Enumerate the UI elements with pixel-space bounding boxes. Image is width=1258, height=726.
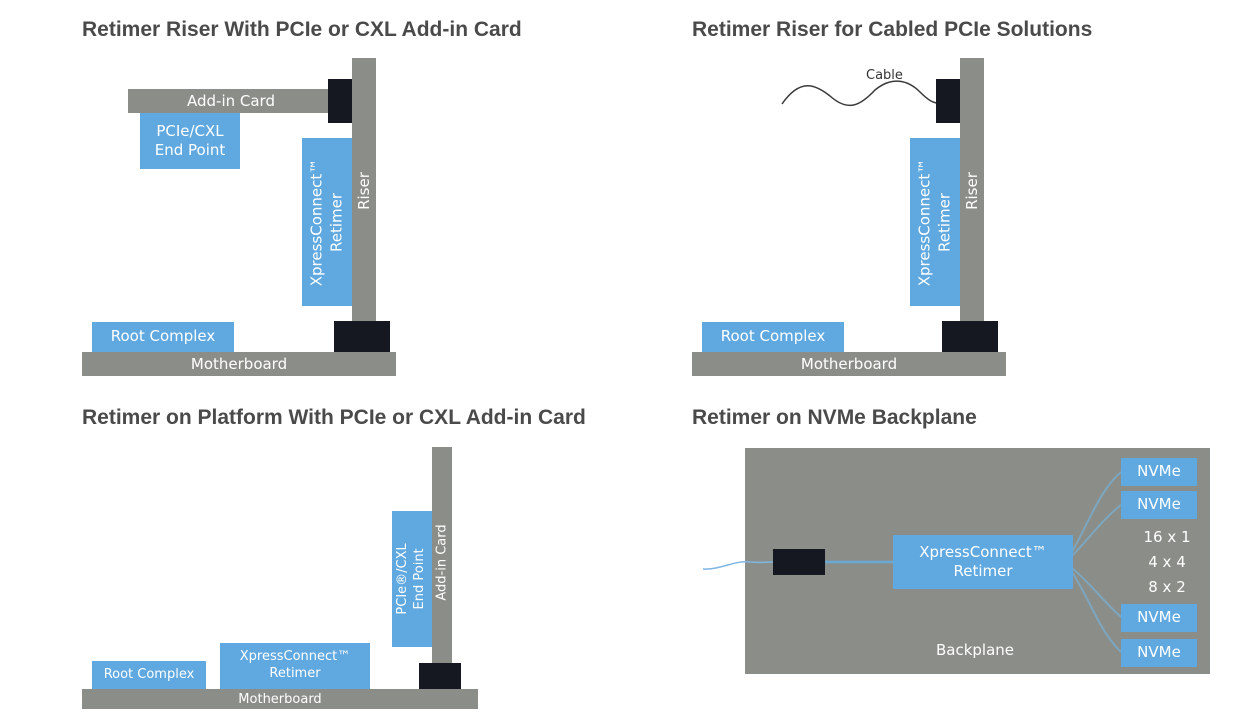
nvme-drive-1: NVMe <box>1121 458 1197 486</box>
panel-title-nvme-backplane: Retimer on NVMe Backplane <box>692 406 977 429</box>
panel-title-retimer-riser-addin: Retimer Riser With PCIe or CXL Add-in Ca… <box>82 18 522 41</box>
motherboard-label-cabled: Motherboard <box>800 355 898 373</box>
platform-connector <box>419 663 461 689</box>
motherboard-cabled: Motherboard <box>692 352 1006 376</box>
pcie-cxl-end-point-vertical: PCIe®/CXL End Point <box>392 511 432 647</box>
pcie-cxl-end-point: PCIe/CXL End Point <box>140 113 240 169</box>
addin-card-connector <box>328 79 352 123</box>
riser-connector <box>334 321 390 353</box>
root-complex-cabled: Root Complex <box>702 322 844 352</box>
config-8x2: 8 x 2 <box>1148 578 1186 596</box>
add-in-card: Add-in Card <box>128 89 334 113</box>
add-in-card-vertical: Add-in Card <box>432 447 452 663</box>
root-complex-platform: Root Complex <box>92 661 206 689</box>
nvme-drive-2: NVMe <box>1121 491 1197 519</box>
backplane-connector <box>773 549 825 575</box>
backplane-label: Backplane <box>935 641 1015 659</box>
cable-connector <box>936 79 960 123</box>
xpressconnect-retimer-cabled: XpressConnect™ Retimer <box>910 138 960 306</box>
motherboard-label-platform: Motherboard <box>238 691 322 707</box>
config-4x4: 4 x 4 <box>1148 553 1186 571</box>
motherboard: Motherboard <box>82 352 396 376</box>
motherboard-platform: Motherboard <box>82 689 478 709</box>
xpressconnect-retimer: XpressConnect™ Retimer <box>302 138 352 306</box>
xpressconnect-retimer-platform: XpressConnect™ Retimer <box>220 643 370 689</box>
riser-board-cabled: Riser <box>960 58 984 323</box>
nvme-drive-4: NVMe <box>1121 639 1197 667</box>
panel-title-retimer-riser-cabled: Retimer Riser for Cabled PCIe Solutions <box>692 18 1093 41</box>
xpressconnect-retimer-backplane: XpressConnect™ Retimer <box>893 535 1073 589</box>
root-complex: Root Complex <box>92 322 234 352</box>
riser-board: Riser <box>352 58 376 323</box>
nvme-drive-3: NVMe <box>1121 604 1197 632</box>
config-16x1: 16 x 1 <box>1143 528 1191 546</box>
cable-label: Cable <box>866 68 903 83</box>
panel-title-retimer-platform: Retimer on Platform With PCIe or CXL Add… <box>82 406 586 429</box>
add-in-card-label: Add-in Card <box>187 92 275 110</box>
motherboard-label: Motherboard <box>190 355 288 373</box>
riser-connector-cabled <box>942 321 998 353</box>
